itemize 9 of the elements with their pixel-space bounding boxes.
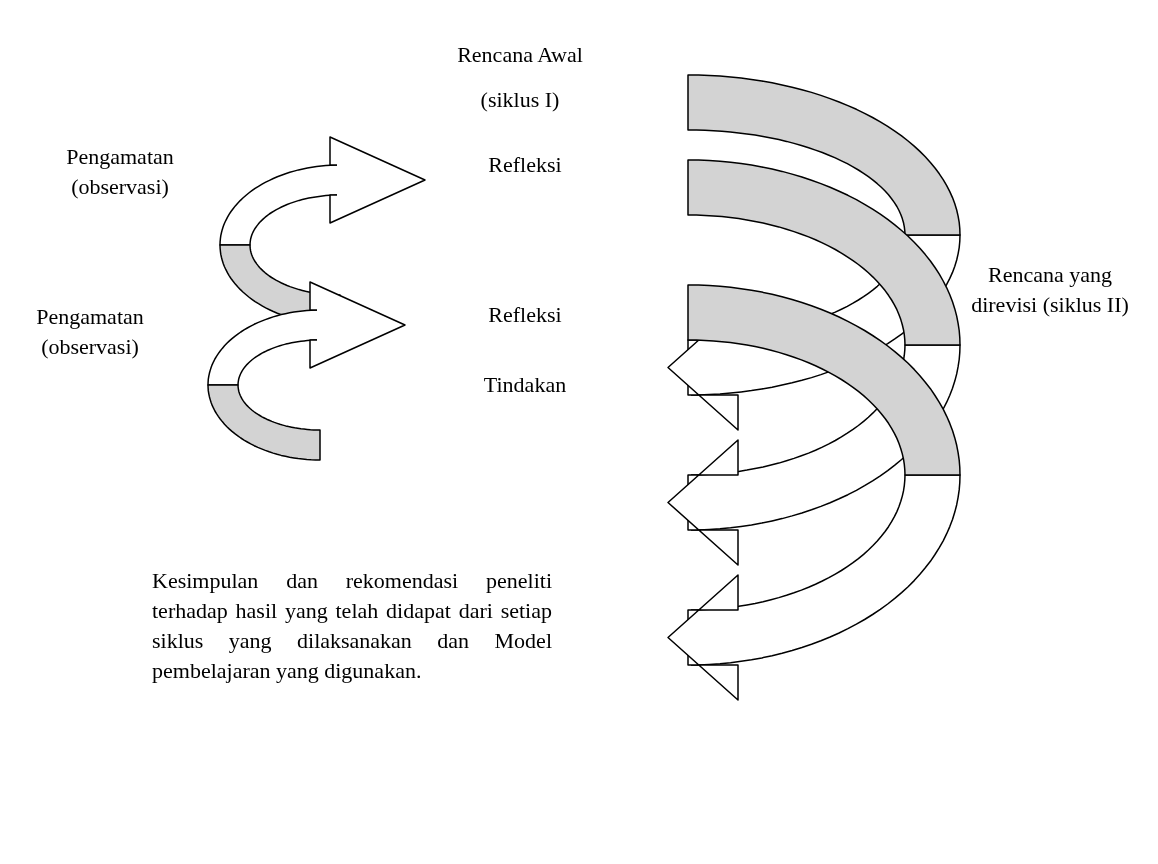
step-label: Pengamatan (observasi): [65, 143, 175, 201]
step-label: Refleksi: [487, 151, 563, 179]
step-label: Rencana Awal: [456, 41, 584, 69]
step-label: (siklus I): [479, 86, 561, 114]
step-label: Refleksi: [487, 301, 563, 329]
step-label: Tindakan: [482, 371, 568, 399]
step-label: Pengamatan (observasi): [35, 303, 145, 361]
step-label: Rencana yang direvisi (siklus II): [970, 261, 1130, 319]
conclusion-text: Kesimpulan dan rekomendasi peneliti terhadap hasil yang telah didapat dari setiap siklus yang dilaksanakan dan Model pembelajaran yang digunakan.: [152, 567, 552, 685]
